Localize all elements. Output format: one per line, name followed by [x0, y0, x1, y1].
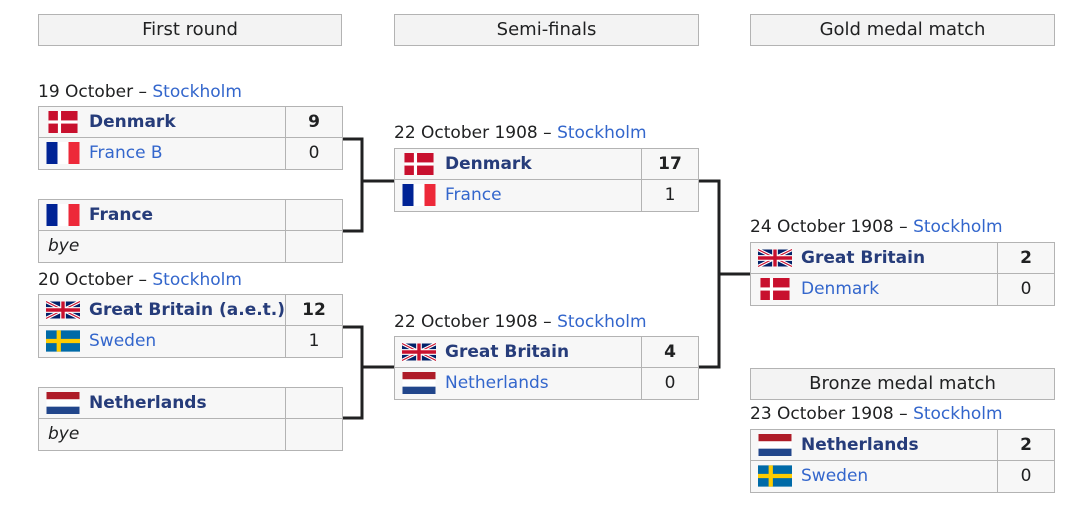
netherlands-flag-icon: [46, 392, 80, 414]
great-britain-flag-icon: [402, 341, 436, 363]
match-location-sf2: 22 October 1908 – Stockholm: [394, 312, 647, 332]
france-flag-icon: [402, 184, 436, 206]
team-name[interactable]: Denmark: [801, 279, 880, 299]
team-name[interactable]: Denmark: [89, 112, 176, 132]
bye-label: bye: [48, 236, 80, 256]
team-name[interactable]: Denmark: [445, 154, 532, 174]
denmark-flag-icon: [46, 111, 80, 133]
denmark-flag-icon: [758, 278, 792, 300]
connector-fr1: [343, 137, 364, 233]
match-location-sf1: 22 October 1908 – Stockholm: [394, 123, 647, 143]
netherlands-flag-icon: [402, 372, 436, 394]
france-flag-icon: [46, 142, 80, 164]
team-score: 1: [641, 180, 699, 212]
venue-link[interactable]: Stockholm: [913, 404, 1003, 424]
team-name[interactable]: Netherlands: [445, 373, 549, 393]
team-name[interactable]: France: [445, 185, 502, 205]
separator: –: [537, 123, 558, 143]
team-score: 2: [997, 429, 1055, 461]
separator: –: [133, 270, 153, 290]
venue-link[interactable]: Stockholm: [152, 270, 242, 290]
header-first-round: First round: [38, 14, 342, 46]
team-name[interactable]: Great Britain: [801, 248, 926, 268]
match-date: 23 October 1908: [750, 404, 894, 424]
team-score: 2: [997, 242, 1055, 274]
connector-sf: [699, 179, 721, 369]
match-location-fr3: 20 October – Stockholm: [38, 270, 242, 290]
header-bronze-medal-match: Bronze medal match: [750, 368, 1055, 400]
team-name[interactable]: Sweden: [801, 466, 869, 486]
team-name[interactable]: Netherlands: [801, 435, 919, 455]
match-date: 20 October: [38, 270, 134, 290]
separator: –: [537, 312, 558, 332]
match-location-gold: 24 October 1908 – Stockholm: [750, 217, 1003, 237]
team-score: 12: [285, 294, 343, 326]
venue-link[interactable]: Stockholm: [152, 82, 242, 102]
header-semi-finals: Semi-finals: [394, 14, 699, 46]
bye-label: bye: [48, 424, 80, 444]
team-name[interactable]: Sweden: [89, 331, 157, 351]
match-date: 19 October: [38, 82, 134, 102]
team-score: [285, 419, 343, 451]
team-score: 0: [997, 461, 1055, 493]
team-score: 0: [641, 368, 699, 400]
match-location-bronze: 23 October 1908 – Stockholm: [750, 404, 1003, 424]
match-date: 24 October 1908: [750, 217, 894, 237]
venue-link[interactable]: Stockholm: [913, 217, 1003, 237]
france-flag-icon: [46, 204, 80, 226]
venue-link[interactable]: Stockholm: [557, 312, 647, 332]
separator: –: [133, 82, 153, 102]
venue-link[interactable]: Stockholm: [557, 123, 647, 143]
denmark-flag-icon: [402, 153, 436, 175]
match-location-fr1: 19 October – Stockholm: [38, 82, 242, 102]
team-name[interactable]: Great Britain (a.e.t.): [89, 300, 286, 320]
sweden-flag-icon: [46, 330, 80, 352]
team-score: [285, 199, 343, 231]
header-gold-medal-match: Gold medal match: [750, 14, 1055, 46]
match-date: 22 October 1908: [394, 312, 538, 332]
team-score: 0: [997, 274, 1055, 306]
separator: –: [893, 404, 914, 424]
team-score: [285, 231, 343, 263]
team-name[interactable]: France B: [89, 143, 163, 163]
team-score: 1: [285, 326, 343, 358]
match-date: 22 October 1908: [394, 123, 538, 143]
team-score: 9: [285, 106, 343, 138]
separator: –: [893, 217, 914, 237]
team-score: 17: [641, 148, 699, 180]
great-britain-flag-icon: [758, 247, 792, 269]
team-score: [285, 387, 343, 419]
team-score: 4: [641, 336, 699, 368]
team-name[interactable]: Great Britain: [445, 342, 570, 362]
team-name[interactable]: France: [89, 205, 154, 225]
great-britain-flag-icon: [46, 299, 80, 321]
netherlands-flag-icon: [758, 434, 792, 456]
connector-fr2: [343, 325, 364, 420]
team-score: 0: [285, 138, 343, 170]
team-name[interactable]: Netherlands: [89, 393, 207, 413]
sweden-flag-icon: [758, 465, 792, 487]
